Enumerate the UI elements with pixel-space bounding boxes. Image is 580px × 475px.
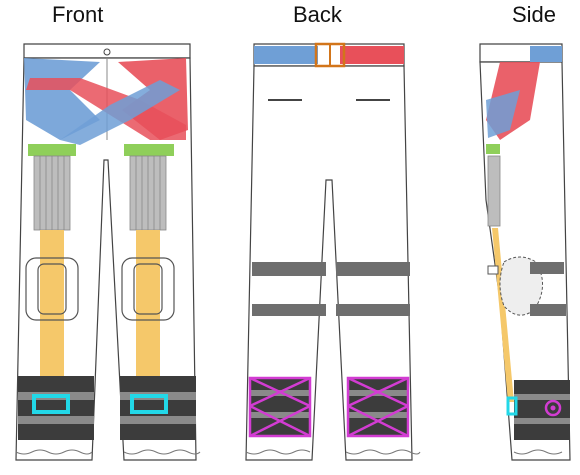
back-right-calf-band — [348, 378, 408, 436]
front-trousers — [16, 44, 200, 460]
front-right-strut — [136, 230, 160, 400]
back-left-knee-band — [252, 262, 326, 276]
back-trousers — [246, 44, 420, 460]
back-right-knee-band — [336, 262, 410, 276]
back-belt-red — [340, 46, 404, 64]
front-left-thigh-pad — [28, 144, 76, 156]
back-belt-blue — [254, 46, 318, 64]
back-left-calf-band — [250, 378, 310, 436]
front-left-ankle-band — [18, 376, 94, 440]
front-right-spring — [130, 156, 166, 230]
side-thigh-pad — [486, 144, 500, 154]
side-ankle-band — [514, 380, 570, 440]
side-spring — [488, 156, 500, 226]
side-belt-blue — [530, 46, 562, 62]
front-left-strut — [40, 230, 64, 400]
front-left-spring — [34, 156, 70, 230]
front-right-thigh-pad — [124, 144, 174, 156]
side-trousers — [480, 44, 570, 460]
